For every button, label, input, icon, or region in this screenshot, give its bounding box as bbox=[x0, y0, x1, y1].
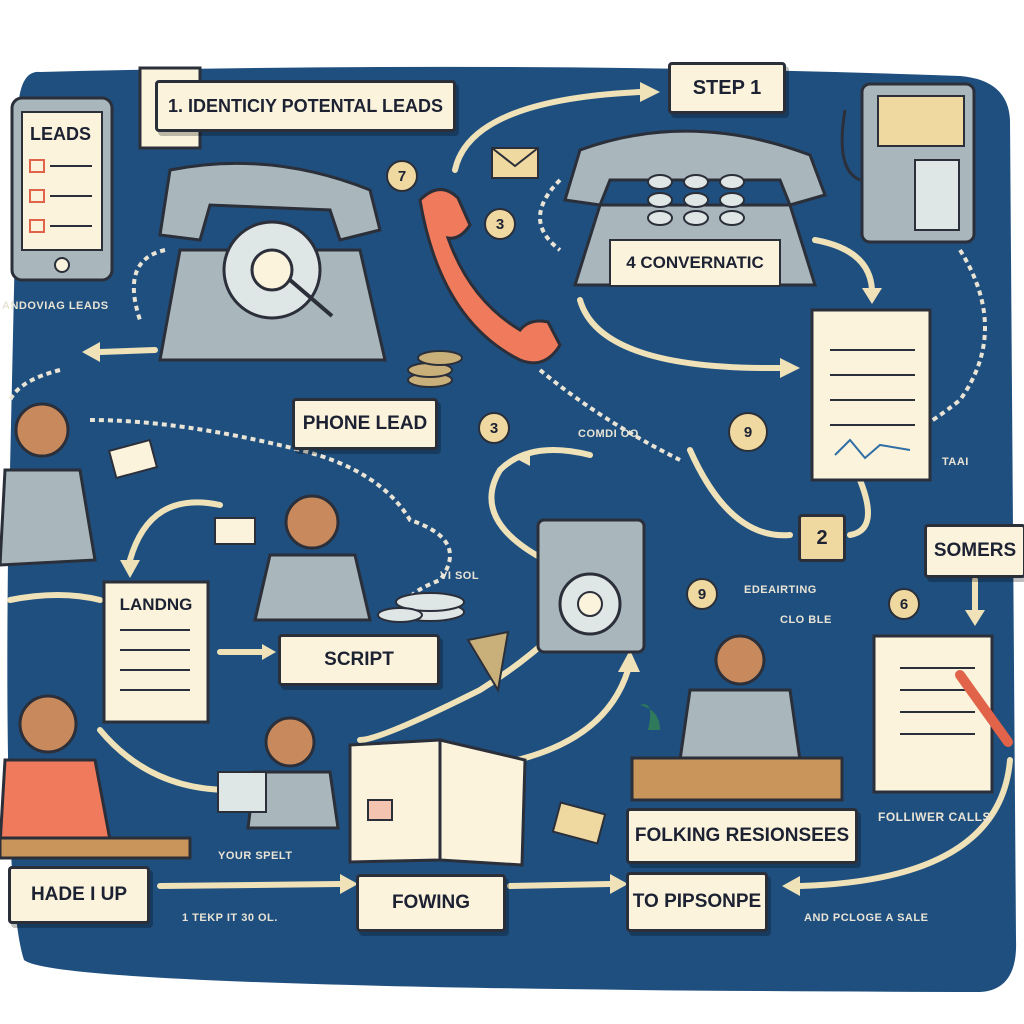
envelope-icon-2 bbox=[551, 801, 607, 845]
arrowhead-center bbox=[515, 450, 530, 466]
arrowhead-book bbox=[618, 650, 640, 672]
arrow-right-top bbox=[812, 237, 875, 293]
open-book-icon bbox=[348, 738, 527, 867]
woman-writing bbox=[0, 694, 192, 860]
coiled-cord-1 bbox=[131, 248, 166, 321]
pipsonpe-label: TO PIPSONPE bbox=[626, 872, 768, 932]
somers-label: SOMERS bbox=[924, 524, 1024, 578]
landing-document bbox=[102, 580, 210, 724]
phone-lead-label: PHONE LEAD bbox=[292, 398, 438, 450]
badge-9b: 9 bbox=[686, 578, 718, 610]
arrow-left-lower bbox=[97, 727, 233, 793]
arrowhead-somers bbox=[965, 610, 985, 626]
your-spelt-caption: YOUR SPELT bbox=[218, 850, 293, 862]
arrow-to-step2 bbox=[687, 447, 793, 539]
clipboard-icon bbox=[872, 634, 1013, 794]
badge-3a: 3 bbox=[484, 208, 516, 240]
notepad-icon bbox=[810, 308, 932, 482]
man-at-desk bbox=[630, 634, 844, 802]
coiled-cord-2 bbox=[538, 178, 562, 252]
fowing-label: FOWING bbox=[356, 874, 506, 932]
conversation-label: 4 CONVERNATIC bbox=[626, 253, 764, 272]
arrow-notepad-down bbox=[847, 477, 871, 538]
clo-ble-caption: CLO BLE bbox=[780, 614, 832, 626]
paper-plane-icon bbox=[466, 630, 510, 693]
arrow-hade-right bbox=[157, 881, 343, 889]
leads-screen-title: LEADS bbox=[30, 124, 92, 144]
coiled-cord-6 bbox=[8, 368, 61, 402]
script-label: SCRIPT bbox=[278, 634, 440, 686]
rotary-phone-icon bbox=[158, 161, 387, 362]
arrow-fowing-right bbox=[507, 881, 613, 889]
and-close-sale-caption: AND PCLOGE A SALE bbox=[804, 912, 929, 924]
envelope-icon bbox=[491, 147, 539, 179]
fax-machine-icon bbox=[536, 518, 646, 654]
smartphone-icon bbox=[10, 96, 114, 282]
vi-sol-caption: VI SOL bbox=[440, 570, 480, 582]
arrow-to-notepad bbox=[577, 297, 783, 372]
step-top-label: STEP 1 bbox=[668, 62, 786, 114]
coin-stack-icon bbox=[377, 592, 465, 623]
badge-3b: 3 bbox=[478, 412, 510, 444]
desk-phone-icon bbox=[840, 82, 976, 244]
coiled-cord-3 bbox=[538, 368, 681, 462]
tekp-caption: 1 TEKP IT 30 OL. bbox=[182, 912, 278, 924]
badge-9: 9 bbox=[728, 412, 768, 452]
landing-label: LANDNG bbox=[119, 595, 193, 614]
step1-label: 1. IDENTICIY POTENTAL LEADS bbox=[155, 80, 456, 132]
red-handset-icon bbox=[418, 188, 562, 365]
arrowhead-notepad bbox=[780, 358, 800, 378]
woman-on-phone bbox=[214, 494, 372, 622]
keypad-phone-icon bbox=[563, 129, 827, 287]
businessman-on-phone bbox=[0, 402, 159, 567]
arrowhead-loop bbox=[120, 560, 140, 578]
arrow-right-curve bbox=[797, 757, 1013, 889]
coiled-cord-5 bbox=[89, 418, 452, 612]
badge-7: 7 bbox=[386, 160, 418, 192]
taai-caption: TAAI bbox=[942, 456, 969, 468]
arrowhead-hade bbox=[340, 874, 358, 894]
badge-2: 2 bbox=[798, 514, 846, 562]
arrow-top bbox=[452, 89, 643, 173]
follwer-calls-caption: FOLLIWER CALLS bbox=[878, 810, 991, 824]
arrowhead-right-top bbox=[862, 288, 882, 304]
arrowhead-left bbox=[82, 342, 100, 362]
badge-6: 6 bbox=[888, 588, 920, 620]
andoving-leads-caption: ANDOVIAG LEADS bbox=[2, 300, 109, 312]
hade-up-label: HADE I UP bbox=[8, 866, 150, 924]
arrowhead-fowing bbox=[610, 874, 628, 894]
coins-icon bbox=[407, 350, 463, 388]
arrowhead-top bbox=[640, 82, 660, 102]
arrowhead-script bbox=[262, 644, 276, 660]
arrow-phonelead-loop bbox=[127, 499, 223, 563]
arrow-landing-loop bbox=[7, 592, 103, 603]
comidi-caption: COMDI OO bbox=[578, 428, 639, 440]
folking-responses-label: FOLKING RESIONSEES bbox=[626, 808, 858, 864]
woman-with-laptop bbox=[217, 716, 340, 830]
arrow-center-loop bbox=[488, 447, 593, 563]
arrow-left-mid bbox=[97, 347, 158, 355]
edeairting-caption: EDEAIRTING bbox=[744, 584, 817, 596]
arrowhead-right bbox=[782, 876, 800, 896]
